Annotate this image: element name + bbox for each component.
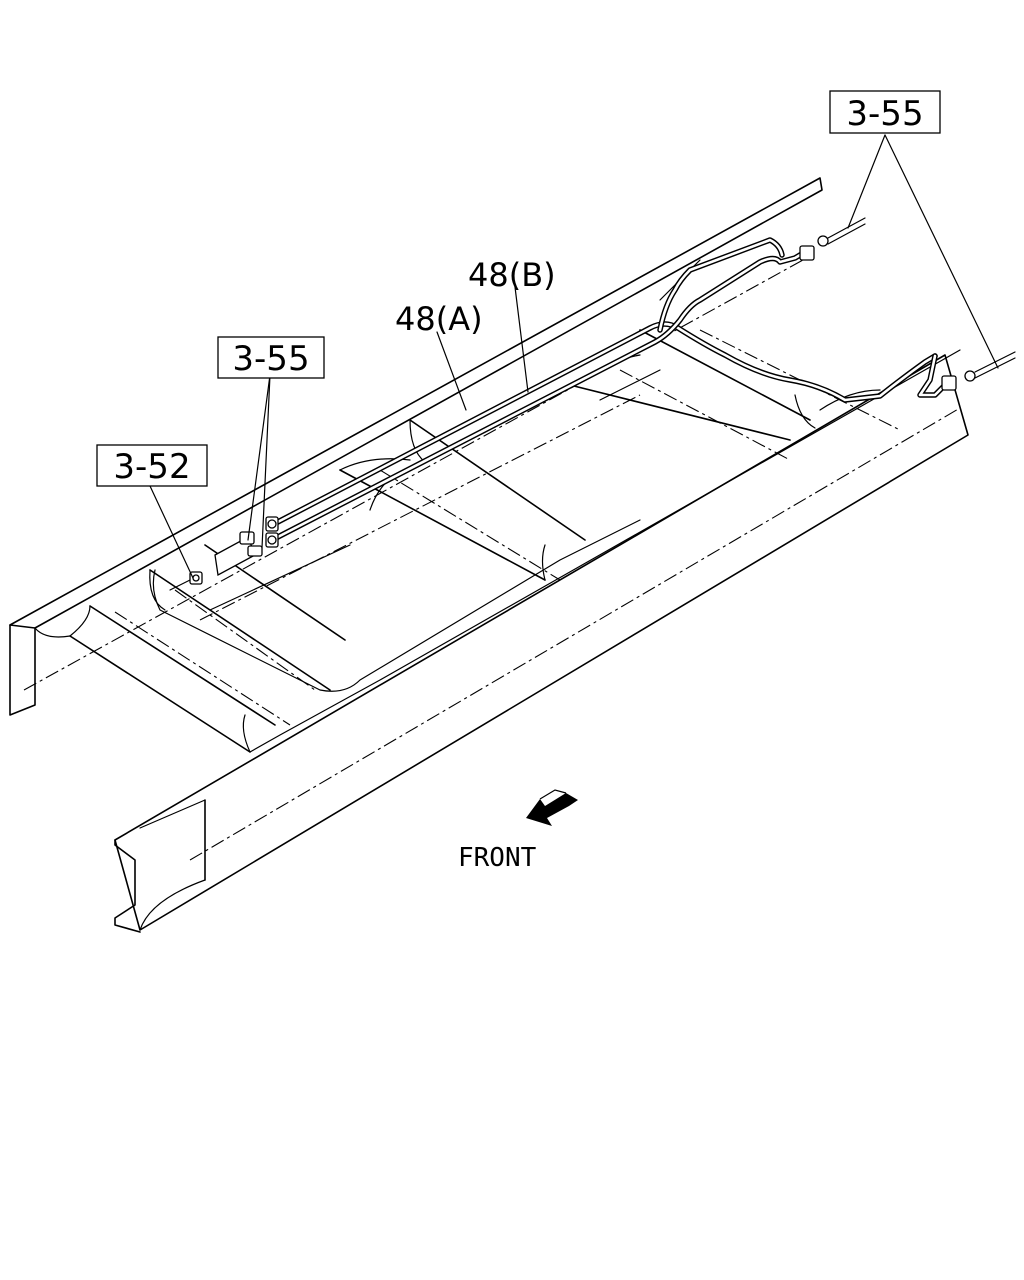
callout-3-55-top-right: 3-55 (829, 90, 941, 134)
callout-3-52-text: 3-52 (113, 447, 190, 487)
near-side-rail (114, 349, 969, 933)
leader-lines (149, 134, 999, 579)
arrow-front-icon (526, 789, 578, 826)
flare-nut-left-lower (265, 532, 279, 548)
label-48b: 48(B) (468, 256, 556, 294)
cross-member-rear (569, 259, 816, 461)
callout-3-55-left: 3-55 (217, 336, 325, 379)
cross-member-front (69, 605, 291, 753)
cross-member-middle (339, 419, 586, 581)
bracket-left (214, 531, 263, 577)
fitting-right-upper (799, 217, 866, 261)
flare-nut-left-upper (265, 516, 279, 532)
pipe-48b (269, 237, 808, 543)
callout-3-55-left-text: 3-55 (232, 339, 309, 379)
label-48a: 48(A) (395, 300, 483, 338)
callout-3-52: 3-52 (96, 444, 208, 487)
front-label: FRONT (458, 843, 537, 873)
bolt-3-52 (169, 571, 203, 591)
callout-3-55-top-right-text: 3-55 (846, 94, 923, 134)
fitting-right-lower (941, 351, 1016, 391)
